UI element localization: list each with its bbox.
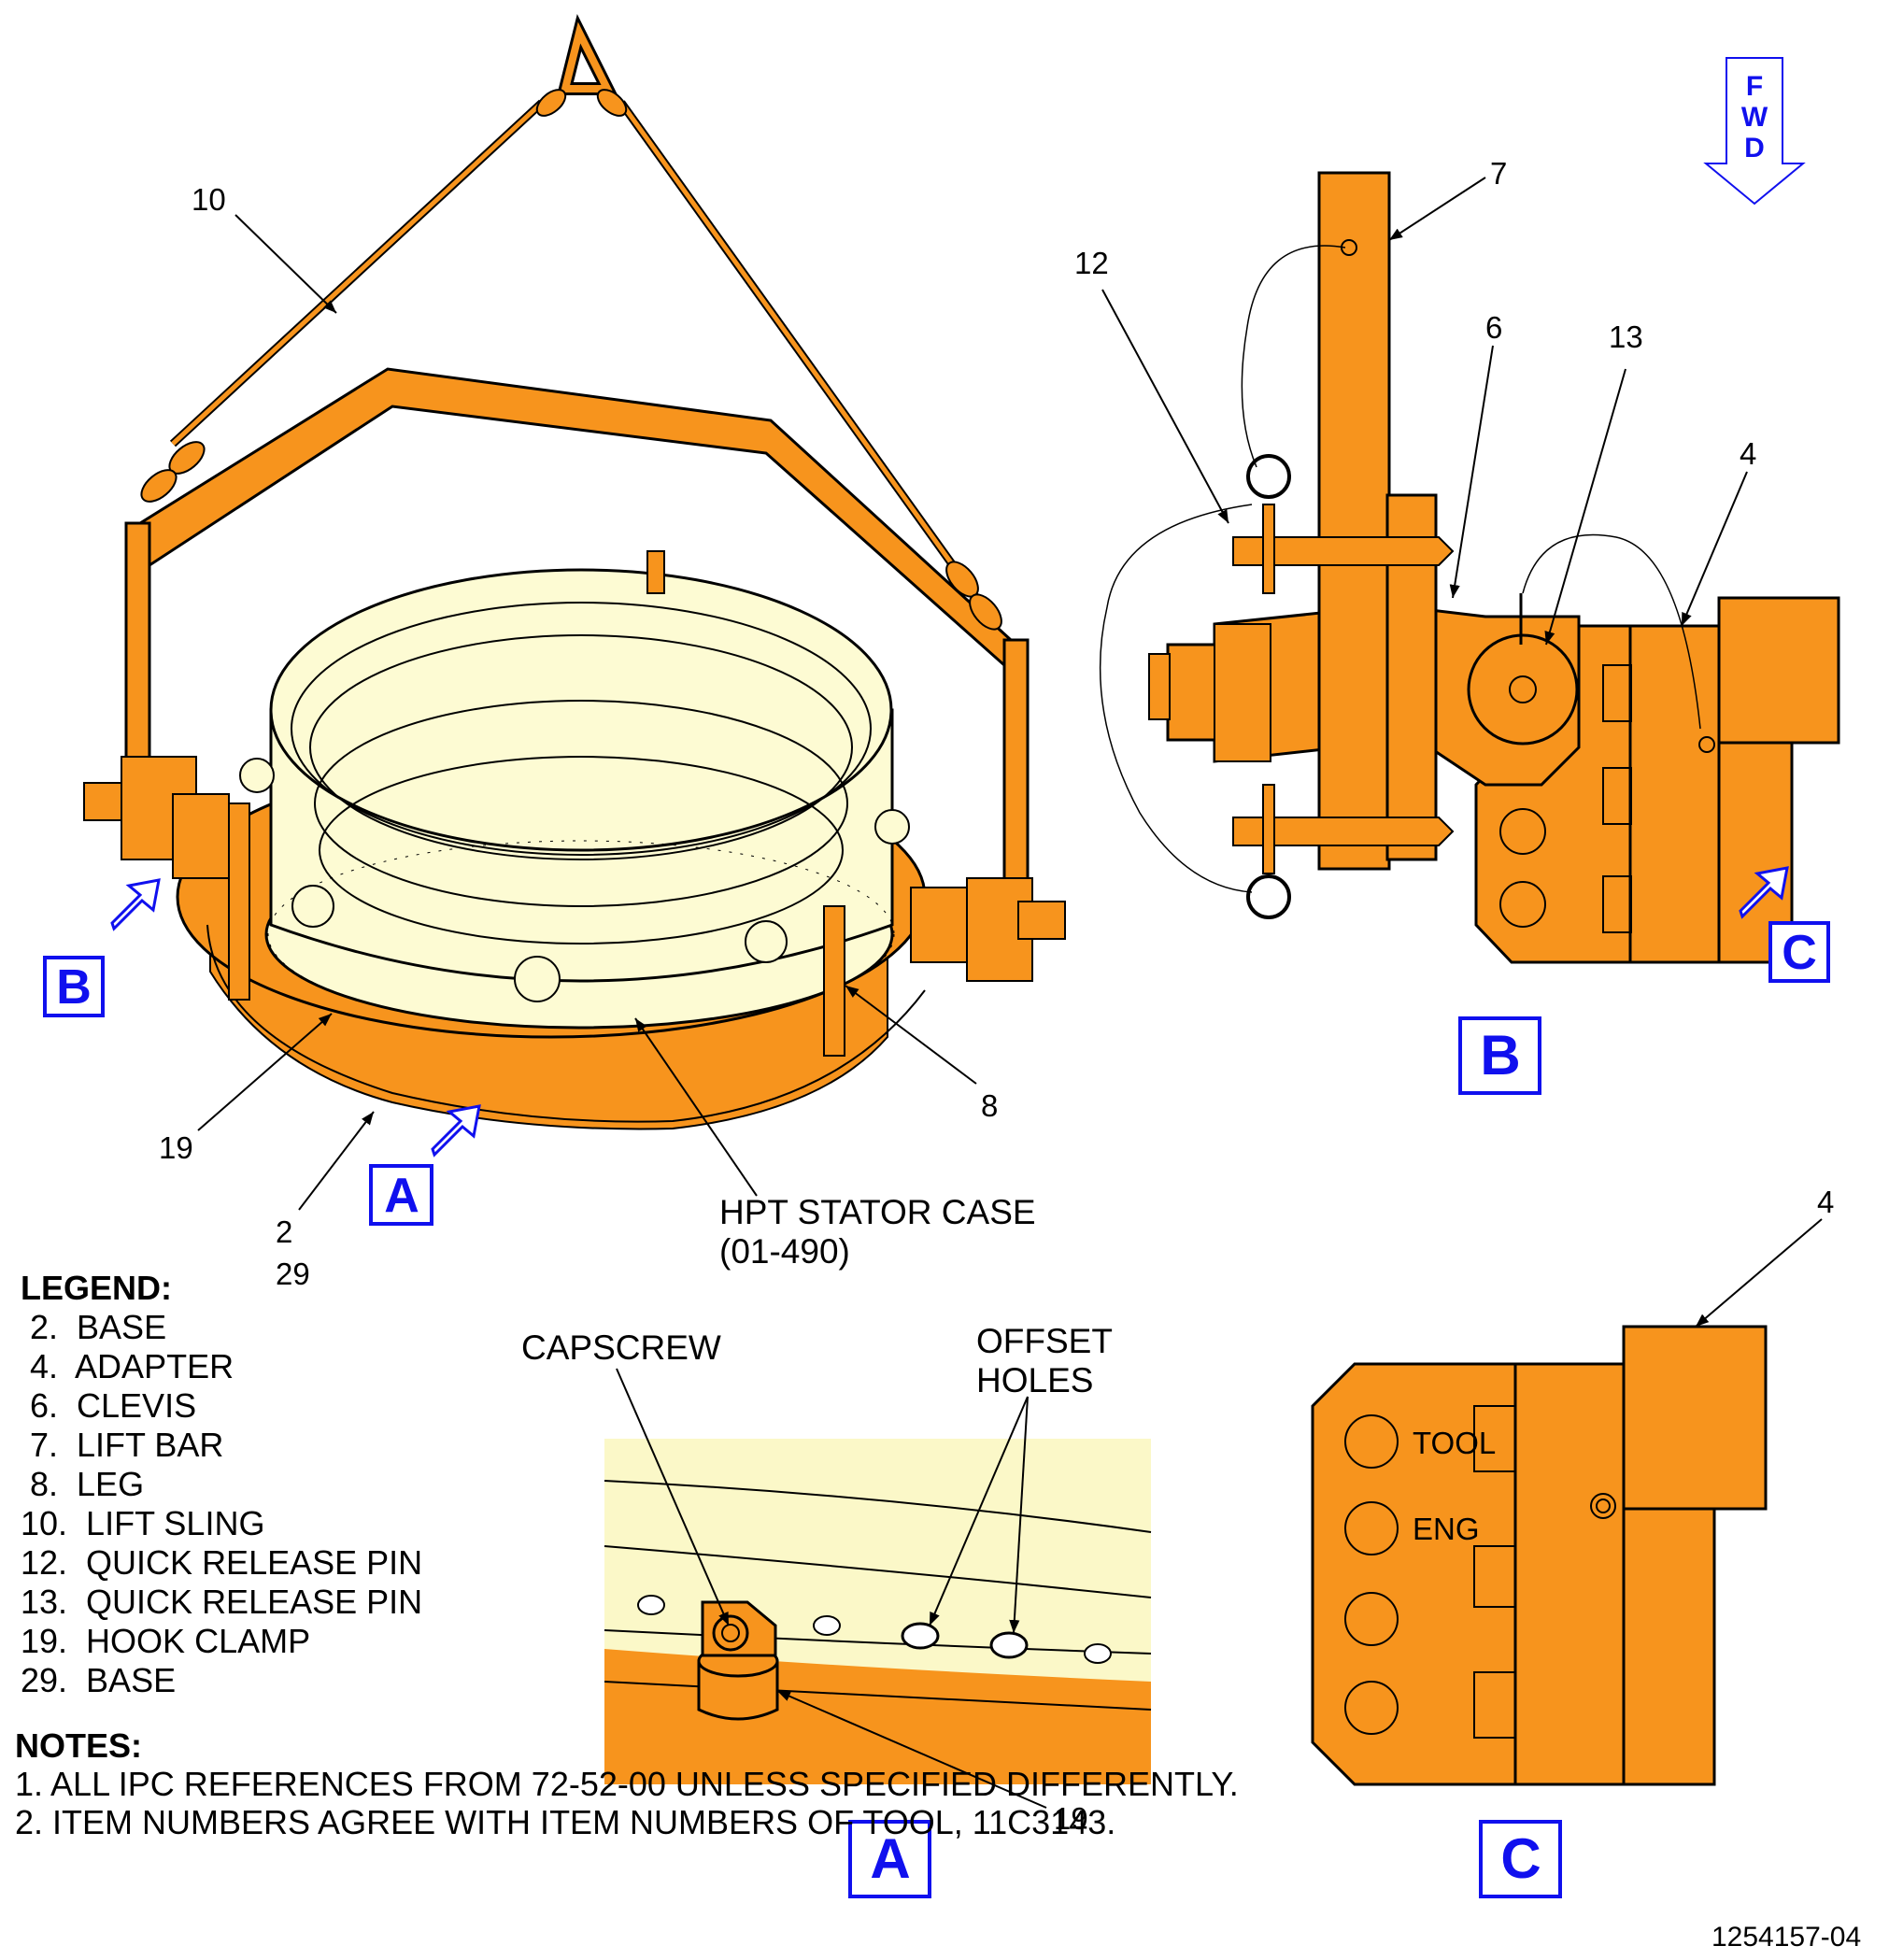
lift-bar-frame bbox=[83, 367, 1066, 982]
view-b-detail: C 7 12 6 13 4 B bbox=[1074, 156, 1840, 1095]
legend-item: 6. CLEVIS bbox=[21, 1386, 197, 1425]
legend-item: 19. HOOK CLAMP bbox=[21, 1622, 311, 1660]
main-assembly-view: 10 19 2 29 8 HPT STATOR CASE (01-490) B … bbox=[43, 13, 1066, 1291]
stator-label-line2: (01-490) bbox=[719, 1232, 850, 1271]
forward-direction-arrow: F W D bbox=[1703, 57, 1806, 206]
notes-title: NOTES: bbox=[15, 1726, 143, 1765]
view-c-title-box bbox=[1479, 1820, 1562, 1898]
view-arrow-a bbox=[431, 1104, 481, 1158]
view-a-detail: CAPSCREW OFFSET HOLES 19 A bbox=[521, 1322, 1152, 1898]
callout-offset-line2: HOLES bbox=[976, 1361, 1093, 1399]
legend-item: 12. QUICK RELEASE PIN bbox=[21, 1543, 423, 1582]
view-b-marker: B bbox=[56, 960, 92, 1015]
view-a-marker: A bbox=[384, 1169, 419, 1223]
fwd-letter-w: W bbox=[1741, 102, 1768, 133]
fwd-letter-d: D bbox=[1744, 133, 1765, 163]
view-a-title-box bbox=[848, 1820, 931, 1898]
callout-adapter-b: 4 bbox=[1740, 436, 1756, 471]
callout-lift-sling: 10 bbox=[192, 182, 226, 217]
view-b-title: B bbox=[1480, 1024, 1520, 1087]
view-c-marker-box bbox=[1768, 921, 1830, 983]
legend-item: 4. ADAPTER bbox=[21, 1347, 234, 1385]
legend-item: 13. QUICK RELEASE PIN bbox=[21, 1583, 423, 1621]
main-view-leaders bbox=[197, 214, 977, 1211]
callout-hook-clamp: 19 bbox=[159, 1130, 193, 1165]
legend-item: 29. BASE bbox=[21, 1661, 177, 1699]
view-a-title: A bbox=[870, 1827, 910, 1890]
marking-eng: ENG bbox=[1413, 1512, 1480, 1546]
view-c-marker: C bbox=[1782, 926, 1817, 980]
legs bbox=[228, 802, 845, 1057]
callout-adapter-c: 4 bbox=[1817, 1185, 1834, 1219]
fwd-letter-f: F bbox=[1746, 71, 1763, 102]
document-number: 1254157-04 bbox=[1711, 1922, 1862, 1953]
callout-offset-line1: OFFSET bbox=[976, 1322, 1113, 1360]
callout-hook-clamp-a: 19 bbox=[1054, 1801, 1088, 1836]
legend-item: 10. LIFT SLING bbox=[21, 1504, 265, 1542]
lift-sling bbox=[140, 13, 1002, 631]
callout-lift-bar: 7 bbox=[1490, 156, 1507, 191]
view-a-marker-box bbox=[369, 1164, 433, 1226]
callout-clevis: 6 bbox=[1485, 310, 1502, 345]
callout-leg: 8 bbox=[981, 1088, 998, 1123]
legend: LEGEND: 2. BASE 4. ADAPTER 6. CLEVIS 7. … bbox=[21, 1269, 422, 1700]
view-b-marker-box bbox=[43, 956, 105, 1017]
view-c-detail: TOOL ENG 4 C bbox=[1311, 1185, 1834, 1898]
view-b-title-box bbox=[1458, 1016, 1541, 1095]
view-c-title: C bbox=[1500, 1827, 1541, 1890]
legend-item: 8. LEG bbox=[21, 1465, 145, 1503]
stator-label-line1: HPT STATOR CASE bbox=[719, 1193, 1036, 1231]
callout-quick-pin-13: 13 bbox=[1609, 320, 1643, 354]
note-item: 2. ITEM NUMBERS AGREE WITH ITEM NUMBERS … bbox=[15, 1803, 1116, 1841]
note-item: 1. ALL IPC REFERENCES FROM 72-52-00 UNLE… bbox=[15, 1765, 1239, 1803]
legend-item: 7. LIFT BAR bbox=[21, 1426, 224, 1464]
callout-quick-pin-12: 12 bbox=[1074, 246, 1109, 280]
legend-title: LEGEND: bbox=[21, 1269, 172, 1307]
callout-base-29: 29 bbox=[276, 1257, 310, 1291]
view-arrow-b bbox=[110, 878, 161, 931]
notes: NOTES: 1. ALL IPC REFERENCES FROM 72-52-… bbox=[15, 1726, 1239, 1841]
callout-base-2: 2 bbox=[276, 1214, 292, 1249]
hpt-stator-case bbox=[239, 550, 910, 1030]
marking-tool: TOOL bbox=[1413, 1426, 1496, 1460]
legend-item: 2. BASE bbox=[21, 1308, 167, 1346]
callout-capscrew: CAPSCREW bbox=[521, 1328, 721, 1367]
